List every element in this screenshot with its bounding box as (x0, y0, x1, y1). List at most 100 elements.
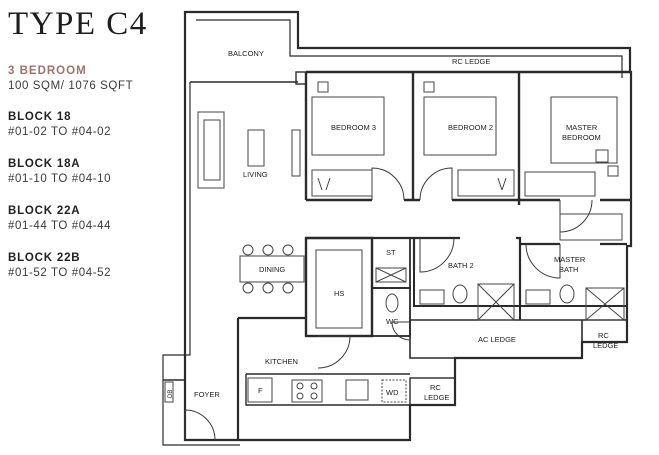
master-bath-door (525, 243, 561, 279)
block-name: BLOCK 22A (8, 205, 81, 217)
shower (585, 287, 625, 321)
kitchen-label: KITCHEN (265, 357, 298, 366)
wc-label: WC (386, 317, 399, 326)
doors (184, 167, 593, 441)
kitchen-door (317, 335, 351, 369)
living-label: LIVING (243, 170, 268, 179)
wardrobe (311, 169, 373, 197)
bath2-label: BATH 2 (448, 261, 474, 270)
window-column (607, 165, 619, 177)
bedroom2-door (419, 167, 453, 201)
rc-ledge-right-label: LEDGE (593, 341, 618, 350)
bed (550, 96, 618, 164)
dining-chair (262, 282, 274, 294)
store-shelf (375, 267, 407, 283)
block-unit-range: #01-44 TO #04-44 (8, 220, 112, 232)
unit-type-label: 3 BEDROOM (8, 65, 87, 77)
fridge-label: F (258, 386, 263, 395)
master-bedroom-label: BEDROOM (562, 133, 601, 142)
vanity (525, 289, 551, 305)
dining-chair (242, 244, 254, 256)
washer-dryer (381, 379, 407, 403)
hob-burner (310, 382, 318, 390)
hob (291, 379, 323, 403)
dining-table (239, 255, 305, 283)
db-label: DB (168, 390, 174, 398)
dining-chair (282, 244, 294, 256)
inner-wall (196, 19, 623, 78)
store-shelf-cross (375, 267, 407, 283)
rc-ledge-bottom-label: LEDGE (424, 393, 449, 402)
store-wall (371, 237, 411, 289)
ac-ledge-label: AC LEDGE (478, 335, 516, 344)
master-bedroom-door (559, 199, 593, 233)
wardrobe (457, 169, 515, 197)
block-name: BLOCK 18A (8, 158, 81, 170)
hob-burner (310, 392, 318, 400)
bath2-door (419, 237, 455, 273)
dining-chair (262, 244, 274, 256)
hob-burner (296, 382, 304, 390)
kitchen-counter (245, 373, 410, 406)
block-name: BLOCK 18 (8, 111, 72, 123)
block-name: BLOCK 22B (8, 252, 81, 264)
window-column (317, 81, 329, 93)
sofa-seat (203, 119, 221, 181)
fridge (247, 377, 273, 403)
unit-info-panel: TYPE C4 3 BEDROOM 100 SQM/ 1076 SQFT BLO… (0, 0, 170, 455)
shower-cross (585, 287, 625, 321)
toilet (452, 284, 468, 304)
unit-size-label: 100 SQM/ 1076 SQFT (8, 80, 134, 92)
foyer-label: FOYER (194, 390, 220, 399)
entrance-door (184, 409, 216, 441)
window-column (595, 149, 609, 163)
kitchen-wall (236, 316, 306, 440)
walls (162, 10, 633, 446)
shelter-inner (315, 249, 363, 329)
wardrobe (559, 213, 623, 241)
bed (311, 96, 385, 156)
toilet (559, 284, 575, 304)
wardrobe-hangers (317, 177, 331, 191)
household-shelter-label: HS (334, 289, 344, 298)
ac-ledge-wall (409, 319, 627, 359)
bedroom-back-wall (306, 198, 631, 205)
rc-ledge-right-label: RC (598, 331, 609, 340)
master-bedroom-label: MASTER (566, 123, 598, 132)
outer-wall (183, 10, 633, 442)
block-unit-range: #01-52 TO #04-52 (8, 267, 112, 279)
bedroom2-label: BEDROOM 2 (448, 123, 493, 132)
wc-door (391, 321, 411, 341)
rc-ledge-label: RC LEDGE (452, 57, 490, 66)
furniture (164, 81, 625, 403)
hob-burner (296, 392, 304, 400)
dining-label: DINING (259, 265, 285, 274)
vanity (419, 289, 445, 305)
distribution-board (164, 381, 174, 403)
room-labels: BALCONY RC LEDGE BEDROOM 3 BEDROOM 2 MAS… (168, 49, 618, 402)
rc-ledge-bottom (409, 377, 456, 406)
shower-cross (477, 283, 515, 321)
balcony-label: BALCONY (228, 49, 264, 58)
unit-title: TYPE C4 (8, 6, 148, 42)
wc-wall (371, 287, 411, 337)
coffee-table (247, 129, 265, 167)
wc-toilet (385, 293, 399, 313)
sofa (197, 111, 225, 189)
window-column (423, 81, 435, 93)
master-bath-label: BATH (559, 265, 578, 274)
wardrobe-hangers (497, 177, 507, 191)
bath-wall (413, 238, 627, 320)
rc-ledge-bottom-label: RC (430, 383, 441, 392)
washer-dryer-label: WD (386, 388, 399, 397)
block-unit-range: #01-02 TO #04-02 (8, 126, 112, 138)
facade-inner (162, 82, 240, 446)
block-unit-range: #01-10 TO #04-10 (8, 173, 112, 185)
bed (423, 96, 497, 156)
dining-chair (242, 282, 254, 294)
store-label: ST (386, 248, 396, 257)
tv-console (291, 129, 301, 177)
shower (477, 283, 515, 321)
dining-chair (282, 282, 294, 294)
